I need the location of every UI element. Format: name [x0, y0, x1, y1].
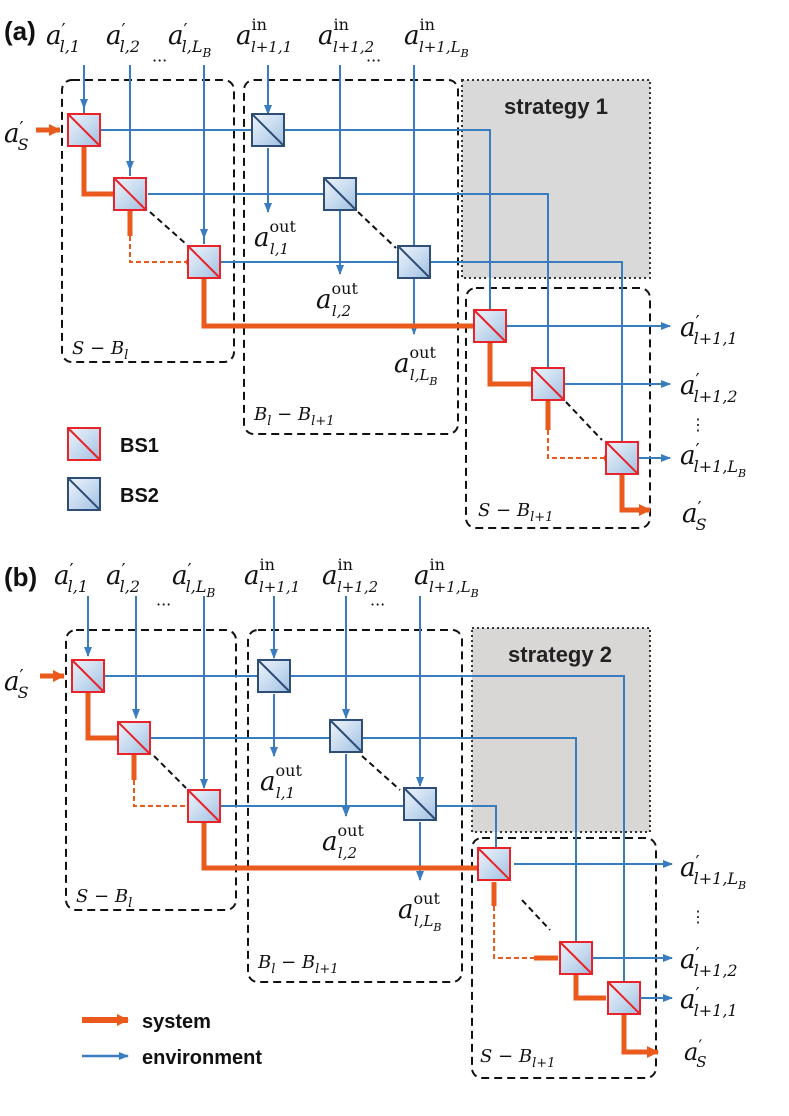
bs2-splitters-b	[257, 659, 437, 821]
bs2-splitters-a	[251, 113, 431, 279]
legend-bs1-label: BS1	[120, 435, 159, 457]
system-dashed-b	[133, 780, 534, 959]
label-a-l1: a′l,1	[46, 20, 80, 56]
label-b-l2: a′l,2	[106, 560, 140, 596]
dots-b-left: ···	[156, 595, 171, 614]
strategy-2-region	[471, 627, 651, 833]
panel-a-tag: (a)	[4, 16, 36, 46]
dots-b-right: ···	[370, 595, 385, 614]
box-s-bl-a	[61, 79, 235, 363]
box-bl-bl1-b	[247, 629, 463, 983]
label-b-l1: a′l,1	[54, 560, 88, 596]
label-box-s-bl-a: S − Bl	[72, 338, 128, 363]
label-a-l2: a′l,2	[106, 20, 140, 56]
box-bl-bl1-a	[243, 79, 459, 435]
system-dashed-a	[129, 236, 604, 459]
panel-b-tag: (b)	[4, 562, 37, 592]
environment-lines-a	[80, 65, 671, 462]
legend-system: system	[82, 1011, 211, 1033]
diagonal-dash-b	[153, 755, 551, 931]
label-b-as-in: a′S	[4, 666, 29, 702]
dots-a-right: ···	[366, 51, 381, 70]
vdots-b: ⋮	[690, 907, 706, 926]
label-box-s-bl1-a: S − Bl+1	[478, 500, 553, 525]
strategy-2-label: strategy 2	[508, 642, 612, 667]
label-a-as-in: a′S	[4, 118, 29, 154]
bs1-splitters-a	[67, 113, 639, 475]
label-b-o2: a′l+1,2	[680, 944, 738, 980]
panel-b: strategy 2	[4, 555, 746, 1079]
label-b-lL: a′l,LB	[172, 560, 215, 600]
label-box-s-bl-b: S − Bl	[76, 886, 132, 911]
vdots-a: ⋮	[690, 415, 706, 434]
legend-system-label: system	[142, 1011, 211, 1033]
dots-a-left: ···	[152, 51, 167, 70]
legend-bs1: BS1	[67, 427, 159, 461]
legend-environment-label: environment	[142, 1047, 262, 1069]
bs1-splitters-b	[71, 659, 641, 1015]
label-a-o1: a′l+1,1	[680, 312, 738, 348]
label-b-as-out: a′S	[684, 1037, 706, 1071]
legend-bs2-label: BS2	[120, 485, 159, 507]
box-s-bl1-a	[465, 287, 651, 529]
label-a-as-out: a′S	[682, 498, 707, 534]
label-box-bl-bl1-b: Bl − Bl+1	[257, 952, 339, 977]
label-a-oL: a′l+1,LB	[680, 440, 746, 480]
label-box-s-bl1-b: S − Bl+1	[480, 1046, 555, 1071]
label-box-bl-bl1-a: Bl − Bl+1	[253, 404, 335, 429]
strategy-1-region	[461, 79, 651, 279]
diagonal-dash-a	[149, 211, 603, 441]
label-b-oL: a′l+1,LB	[680, 852, 746, 892]
panel-a: strategy 1	[4, 15, 746, 534]
strategy-1-label: strategy 1	[504, 94, 608, 119]
label-a-o2: a′l+1,2	[680, 370, 738, 406]
legend-bs2: BS2	[67, 477, 159, 511]
system-path-b	[40, 670, 659, 1058]
label-b-o1: a′l+1,1	[680, 984, 738, 1020]
label-a-lL: a′l,LB	[168, 20, 211, 60]
legend-environment: environment	[82, 1047, 262, 1069]
system-path-a	[36, 124, 651, 516]
